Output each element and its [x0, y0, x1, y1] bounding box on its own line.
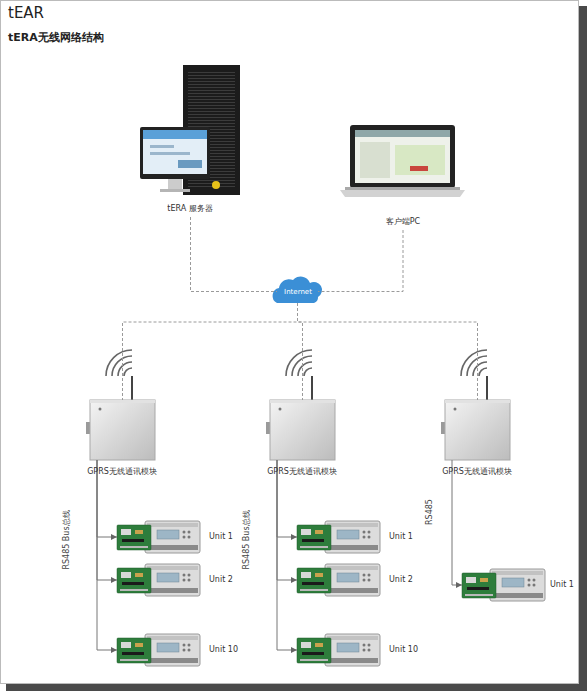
node-label: GPRS无线通讯模块: [87, 468, 157, 476]
screen-line: [150, 152, 190, 155]
node-label: Unit 10: [209, 646, 238, 654]
node-label: Unit 1: [209, 533, 233, 541]
unit-controller: Unit 1: [117, 521, 207, 553]
screen-panel: [178, 160, 202, 168]
screen-header: [355, 130, 450, 137]
server-node: tERA 服务器: [138, 65, 243, 217]
monitor-stand: [168, 179, 182, 189]
unit-controller: Unit 2: [297, 564, 387, 596]
controller-illustration: [462, 569, 545, 601]
frame: [1, 1, 579, 684]
client-pc-node: 客户端PC: [338, 125, 468, 230]
screen-panel: [360, 142, 390, 178]
node-label: 客户端PC: [386, 218, 420, 226]
screen-panel: [395, 145, 445, 175]
node-label: tERA 服务器: [167, 205, 212, 213]
controller-illustration: [117, 634, 200, 666]
node-label: Unit 2: [209, 576, 233, 584]
frame-shadow: [6, 684, 587, 691]
gprs-module-illustration: [86, 350, 155, 460]
unit-controller: Unit 1: [297, 521, 387, 553]
controller-illustration: [297, 634, 380, 666]
laptop-hinge: [345, 187, 460, 190]
gprs-module-illustration: [441, 350, 510, 460]
server-illustration: [140, 65, 240, 195]
rs485-bus-line: [277, 460, 297, 580]
node-label: GPRS无线通讯模块: [267, 468, 337, 476]
cloud-shape: [273, 276, 322, 303]
unit-controller: Unit 1: [462, 569, 546, 601]
node-label: Unit 1: [389, 533, 413, 541]
gprs-module: GPRS无线通讯模块: [445, 400, 510, 460]
laptop-illustration: [340, 125, 465, 197]
network-link: [298, 303, 478, 400]
node-label: Internet: [284, 289, 312, 296]
internet-cloud: Internet: [277, 280, 318, 303]
network-link: [298, 303, 303, 400]
node-label: Unit 2: [389, 576, 413, 584]
bus-label: RS485 Bus总线: [63, 510, 71, 569]
controller-illustration: [117, 564, 200, 596]
bus-label: RS485: [426, 499, 434, 525]
unit-controller: Unit 2: [117, 564, 207, 596]
gprs-module-illustration: [266, 350, 335, 460]
node-label: Unit 1: [550, 581, 574, 589]
network-link: [123, 303, 298, 400]
gprs-module: GPRS无线通讯模块: [90, 400, 155, 460]
unit-controller: Unit 10: [297, 634, 387, 666]
monitor-screen: [143, 130, 207, 174]
laptop-base: [340, 190, 465, 197]
bus-label: RS485 Bus总线: [243, 510, 251, 569]
controller-illustration: [297, 521, 380, 553]
screen-header: [143, 130, 207, 139]
screen-line: [150, 145, 174, 148]
diagram-title: tEAR: [8, 6, 44, 21]
rs485-bus-line: [97, 460, 117, 650]
rs485-bus-line: [452, 460, 462, 585]
power-light: [212, 181, 220, 189]
node-label: Unit 10: [389, 646, 418, 654]
monitor: [140, 127, 210, 179]
laptop-bezel: [350, 125, 455, 188]
subtitle: tERA无线网络结构: [8, 32, 104, 43]
network-link: [318, 230, 403, 292]
controller-illustration: [117, 521, 200, 553]
node-label: GPRS无线通讯模块: [442, 468, 512, 476]
laptop-screen: [355, 130, 450, 183]
rs485-bus-line: [97, 460, 117, 580]
network-link: [191, 217, 278, 292]
monitor-base: [160, 189, 190, 192]
unit-controller: Unit 10: [117, 634, 207, 666]
frame-shadow: [579, 6, 587, 691]
gprs-module: GPRS无线通讯模块: [270, 400, 335, 460]
rs485-bus-line: [277, 460, 297, 650]
screen-button: [410, 166, 428, 171]
controller-illustration: [297, 564, 380, 596]
